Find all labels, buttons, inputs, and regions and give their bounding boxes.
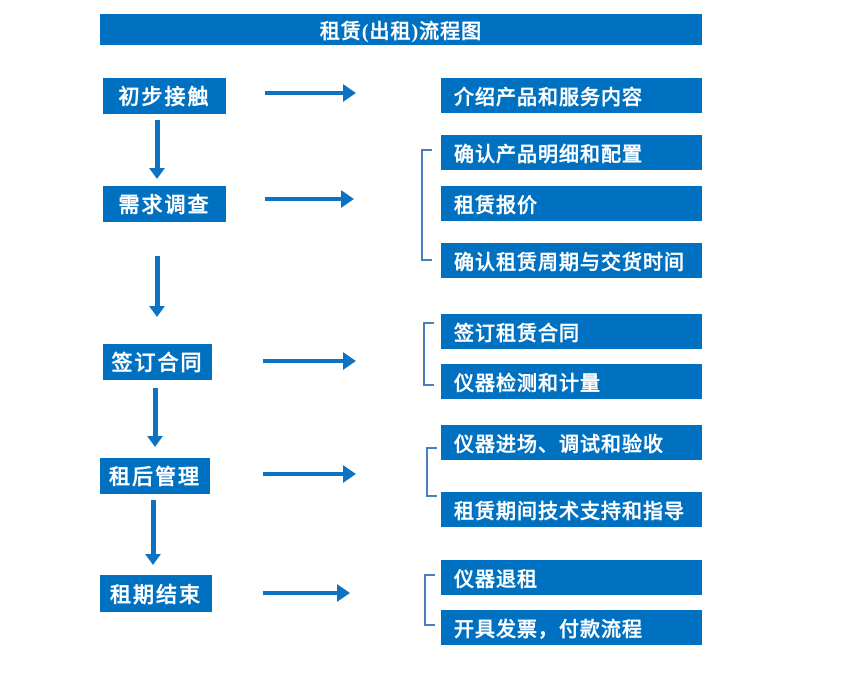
group-bracket-sign-contract xyxy=(423,322,434,386)
stage-box-post-rental-mgmt: 租后管理 xyxy=(100,458,210,494)
arrow-right-icon-stage4 xyxy=(263,465,356,483)
output-box-introduce-products: 介绍产品和服务内容 xyxy=(441,78,702,113)
output-box-instrument-setup: 仪器进场、调试和验收 xyxy=(441,425,702,460)
output-box-instrument-testing: 仪器检测和计量 xyxy=(441,364,702,399)
arrow-down-icon-1 xyxy=(149,120,165,179)
flowchart-title: 租赁(出租)流程图 xyxy=(100,14,702,45)
output-box-confirm-details: 确认产品明细和配置 xyxy=(441,135,702,170)
output-box-tech-support: 租赁期间技术支持和指导 xyxy=(441,492,702,527)
output-box-sign-rental-contract: 签订租赁合同 xyxy=(441,314,702,349)
stage-box-rental-end: 租期结束 xyxy=(100,575,212,612)
output-box-instrument-return: 仪器退租 xyxy=(441,560,702,595)
output-box-rental-quote: 租赁报价 xyxy=(441,186,702,221)
arrow-down-icon-4 xyxy=(145,500,161,565)
stage-box-sign-contract: 签订合同 xyxy=(103,344,212,380)
arrow-right-icon-stage2 xyxy=(265,190,354,208)
group-bracket-post-rental-mgmt xyxy=(426,447,437,497)
output-box-invoice-payment: 开具发票，付款流程 xyxy=(441,610,702,645)
arrow-right-icon-stage3 xyxy=(263,352,356,370)
stage-box-initial-contact: 初步接触 xyxy=(103,78,226,114)
arrow-down-icon-2 xyxy=(149,256,165,317)
output-box-confirm-period: 确认租赁周期与交货时间 xyxy=(441,243,702,278)
arrow-right-icon-stage1 xyxy=(265,84,356,102)
arrow-down-icon-3 xyxy=(147,388,163,447)
group-bracket-rental-end xyxy=(424,574,435,626)
arrow-right-icon-stage5 xyxy=(263,584,350,602)
group-bracket-demand-survey xyxy=(421,149,432,261)
stage-box-demand-survey: 需求调查 xyxy=(103,186,226,222)
